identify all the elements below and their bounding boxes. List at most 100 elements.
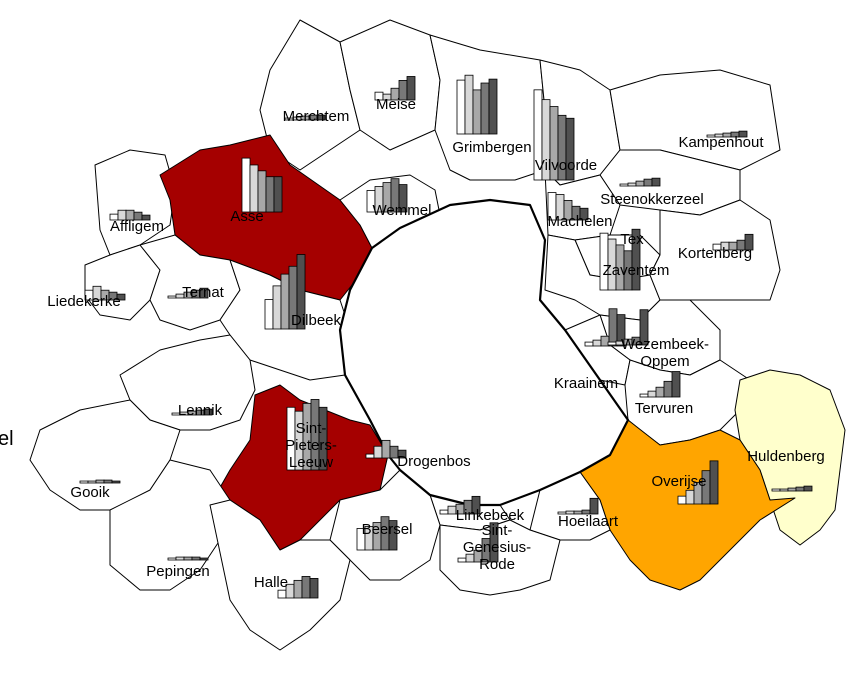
bar-asse-4 (273, 176, 283, 213)
region-overijse (579, 419, 796, 591)
bar-steenokkerzeel-3 (643, 178, 653, 187)
label-linkebeek: Linkebeek (456, 507, 525, 524)
bar-kampenhout-4 (738, 130, 748, 138)
bar-wezembeek-oppem-0 (584, 341, 594, 347)
bar-drogenbos-1 (373, 445, 383, 459)
label-kraainem: Kraainem (554, 375, 618, 392)
bar-tervuren-4 (671, 371, 681, 398)
label-grimbergen: Grimbergen (452, 139, 531, 156)
bar-tervuren-2 (655, 386, 665, 398)
bar-kraainem-0 (607, 341, 617, 346)
bar-grimbergen-0 (456, 79, 466, 135)
bar-linkebeek-4 (471, 495, 481, 515)
bar-ternat-0 (167, 295, 177, 299)
label-tex: Tex (620, 231, 644, 248)
label-halle: Halle (254, 574, 288, 591)
bar-ternat-4 (199, 287, 209, 299)
bar-tervuren-3 (663, 380, 673, 398)
bar-charts (79, 74, 813, 599)
label-kampenhout: Kampenhout (678, 134, 764, 151)
label-meise: Meise (376, 96, 416, 113)
bar-meise-4 (406, 76, 416, 101)
bar-wezembeek-oppem-4 (616, 314, 626, 347)
bar-machelen-4 (579, 207, 589, 221)
label-wemmel: Wemmel (373, 202, 432, 219)
label-affligem: Affligem (110, 218, 164, 235)
bar-steenokkerzeel-2 (635, 180, 645, 187)
label-asse: Asse (230, 208, 263, 225)
region-sint-genesius-rode (439, 519, 561, 596)
label-beersel: Beersel (362, 521, 413, 538)
bar-asse-2 (257, 170, 267, 213)
bar-hoeilaart-4 (589, 497, 599, 515)
bar-sint-pieters-leeuw-4 (318, 406, 328, 471)
bar-drogenbos-0 (365, 453, 375, 459)
bar-steenokkerzeel-0 (619, 183, 629, 187)
bar-dilbeek-0 (264, 299, 274, 330)
bar-huldenberg-3 (795, 486, 805, 492)
bar-beersel-4 (388, 520, 398, 551)
bar-huldenberg-1 (779, 488, 789, 492)
label-gooik: Gooik (70, 484, 110, 501)
label-ternat: Ternat (182, 284, 225, 301)
bar-wezembeek-oppem-3 (608, 308, 618, 347)
bar-dilbeek-2 (280, 273, 290, 330)
label-machelen: Machelen (547, 213, 612, 230)
bar-grimbergen-2 (472, 89, 482, 135)
label-lennik: Lennik (178, 402, 223, 419)
bar-halle-3 (301, 576, 311, 599)
bar-linkebeek-0 (439, 509, 449, 515)
bar-asse-0 (241, 157, 251, 213)
label-dilbeek: Dilbeek (291, 312, 342, 329)
bar-liedekerke-4 (116, 293, 126, 301)
bar-wemmel-4 (398, 184, 408, 213)
bar-dilbeek-1 (272, 285, 282, 330)
bar-tervuren-1 (647, 390, 657, 398)
bar-pepingen-1 (175, 556, 185, 561)
bar-lennik-4 (203, 408, 213, 416)
bar-asse-3 (265, 176, 275, 213)
bar-kortenberg-4 (744, 233, 754, 251)
bar-overijse-1 (685, 489, 695, 505)
region-halle (209, 499, 351, 651)
bar-drogenbos-4 (397, 449, 407, 459)
bar-asse-1 (249, 164, 259, 213)
label-tervuren: Tervuren (635, 400, 693, 417)
label-huldenberg: Huldenberg (747, 448, 825, 465)
label-zaventem: Zaventem (603, 262, 670, 279)
label-pepingen: Pepingen (146, 563, 209, 580)
label-sint-genesius-rode: Sint-Genesius-Rode (463, 522, 531, 573)
bar-pepingen-0 (167, 557, 177, 561)
bar-drogenbos-2 (381, 439, 391, 459)
label-kortenberg: Kortenberg (678, 245, 752, 262)
label-vilvoorde: Vilvoorde (535, 157, 597, 174)
bar-tervuren-0 (639, 393, 649, 398)
bar-overijse-0 (677, 495, 687, 505)
brussels-ring-border (338, 198, 630, 507)
bar-gooik-1 (87, 480, 97, 484)
bar-halle-2 (293, 579, 303, 599)
bar-huldenberg-2 (787, 487, 797, 492)
bar-pepingen-3 (191, 556, 201, 561)
bar-grimbergen-1 (464, 74, 474, 135)
bar-pepingen-4 (199, 557, 209, 561)
label-merchtem: Merchtem (283, 108, 350, 125)
bar-vilvoorde-4 (565, 117, 575, 181)
bar-affligem-4 (141, 214, 151, 221)
bar-gooik-0 (79, 480, 89, 484)
region-merchtem (259, 19, 361, 171)
label-steenokkerzeel: Steenokkerzeel (600, 191, 703, 208)
bar-huldenberg-0 (771, 488, 781, 492)
label-sint-pieters-leeuw: Sint-Pieters-Leeuw (285, 420, 337, 471)
bar-wezembeek-oppem-1 (592, 339, 602, 347)
bar-gooik-2 (95, 479, 105, 484)
label-liedekerke: Liedekerke (47, 293, 120, 310)
region-affligem (94, 149, 176, 256)
bar-sint-genesius-rode-0 (457, 557, 467, 563)
label-hoeilaart: Hoeilaart (558, 513, 619, 530)
bar-gooik-3 (103, 479, 113, 484)
bar-merchtem-4 (316, 114, 326, 121)
label-drogenbos: Drogenbos (397, 453, 470, 470)
